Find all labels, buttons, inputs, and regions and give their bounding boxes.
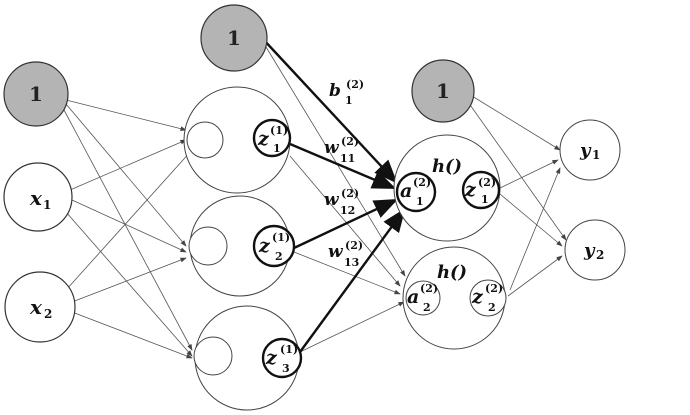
z22-sup: (2) [485,282,503,295]
w11-sub: 11 [340,152,355,165]
edge-b2-y1 [471,95,561,151]
a21-sub: 1 [416,195,424,208]
edge-z2-a1-bold [293,198,399,250]
output-node-y2 [564,219,626,281]
h1-label: h() [432,156,462,177]
input-node-x2 [4,271,76,343]
a21-base: a [400,180,412,202]
y1-sub: 1 [592,148,600,162]
a22-sup: (2) [420,282,438,295]
edge-b2-y2 [467,101,567,241]
weight-labels: b (2) 1 w (2) 11 w (2) 12 w (2) 13 [324,78,364,269]
w13-sub: 13 [344,256,359,269]
y2-label: y [583,240,596,261]
z21-base: z [464,179,477,201]
z13-base: z [265,347,278,369]
z12-sup: (1) [272,231,290,244]
a22-sub: 2 [423,301,431,314]
output-node-y1 [559,119,621,181]
bold-connections [261,37,463,353]
w11-sup: (2) [341,135,359,148]
y1-label: y [579,140,592,161]
input-node-x1 [3,162,73,232]
edge-z21-y1 [499,159,559,189]
hidden1-neuron-3-output [261,337,303,379]
edge-z1-m2 [289,155,401,287]
edge-x2-n1 [65,149,193,291]
z22-circle [469,279,507,317]
w12-sub: 12 [340,204,355,217]
z11-sup: (1) [270,124,288,137]
edge-z22-y1 [509,167,561,291]
hidden-layer-2: 1 h() a (2) 1 z (2) 1 h() a (2) 2 z (2) … [393,59,507,350]
bias-node-1 [200,4,268,72]
z21-sub: 1 [481,193,489,206]
bias-label-0: 1 [29,82,43,106]
a21-sup: (2) [413,176,431,189]
w12-sup: (2) [341,187,359,200]
hidden-layer-1: 1 z (1) 1 z (1) 2 z (1) 3 [183,4,303,411]
z12-base: z [258,235,271,257]
w12-base: w [324,190,340,210]
hidden1-neuron-3-input [193,336,233,376]
thin-connections [63,41,567,361]
edge-z22-y2 [507,255,563,297]
a22-base: a [407,286,419,308]
a22-circle [405,280,441,316]
z13-sub: 3 [282,362,290,375]
edge-z3-m2 [299,301,405,353]
z21-sup: (2) [478,176,496,189]
h2-label: h() [437,262,467,283]
edge-z21-y2 [499,193,563,247]
input-layer: 1 x 1 x 2 [3,61,76,343]
edge-z1-a1-bold [289,142,397,190]
x1-label: x [29,186,43,210]
bias-label-1: 1 [227,26,241,50]
y2-sub: 2 [596,248,604,262]
b1-base: b [329,81,341,101]
z12-sub: 2 [275,250,283,263]
edge-b0-n2 [65,103,187,247]
z13-sup: (1) [280,343,298,356]
edge-b1-m2 [262,41,406,277]
w13-sup: (2) [345,239,363,252]
edge-z3-a1-bold [299,208,406,353]
w11-base: w [324,138,340,158]
edge-x1-n2 [71,199,187,253]
z21-circle [461,170,501,210]
b1-sup: (2) [346,78,364,91]
z11-sub: 1 [273,142,281,155]
bias-node-2 [411,59,475,123]
z22-sub: 2 [488,301,496,314]
edge-b1-a1-bold [261,37,398,184]
hidden1-neuron-1-input [186,121,224,159]
hidden1-neuron-2-input [188,226,228,266]
edge-x2-n3 [71,311,193,359]
z22-base: z [471,286,484,308]
z11-base: z [257,128,270,150]
x2-sub: 2 [44,307,52,321]
edge-x1-n1 [69,139,187,191]
bias-label-2: 1 [436,79,450,103]
bias-node-0 [3,61,69,127]
hidden1-neuron-1-output [252,118,292,158]
edge-z2-m2 [293,251,401,295]
a21-circle [395,171,437,213]
edge-x1-n3 [65,211,193,357]
edge-b0-n1 [65,99,187,131]
edge-b0-n3 [63,109,193,351]
hidden1-neuron-2-output [252,224,296,268]
b1-sub: 1 [345,94,353,107]
edge-x2-n2 [71,257,187,303]
x2-label: x [29,295,43,319]
x1-sub: 1 [43,198,51,212]
w13-base: w [328,242,344,262]
output-layer: y 1 y 2 [559,119,626,281]
